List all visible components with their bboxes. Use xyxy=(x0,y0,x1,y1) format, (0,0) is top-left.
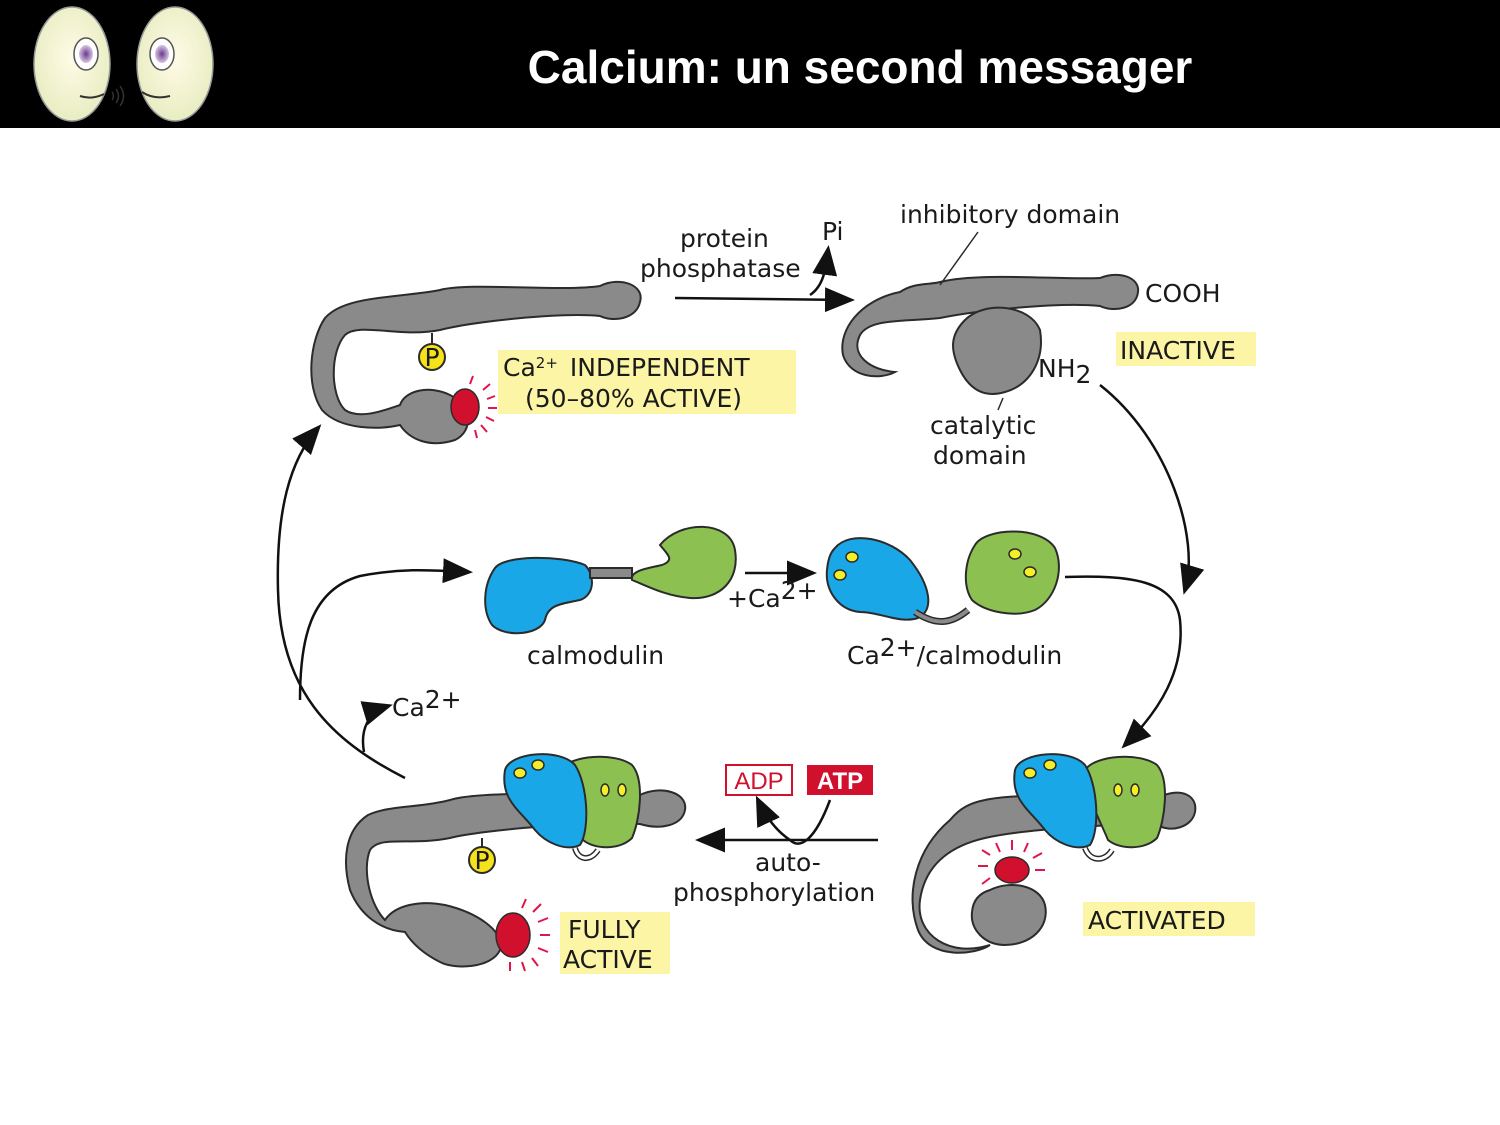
phosphorylation-label: phosphorylation xyxy=(673,878,875,907)
calmodulin-label: calmodulin xyxy=(527,641,664,670)
kinase-fully-active: P xyxy=(345,753,687,972)
atp-to-adp-arrow xyxy=(755,795,832,845)
header-bar: Calcium: un second messager xyxy=(0,0,1500,128)
catalytic-site-activated xyxy=(978,840,1045,885)
active-label: ACTIVE xyxy=(563,945,653,974)
protein-label: protein xyxy=(680,224,769,253)
svg-text:ATP: ATP xyxy=(817,768,863,795)
slide-title: Calcium: un second messager xyxy=(527,41,1193,93)
inactive-highlight xyxy=(1116,332,1256,366)
calmodulin-ca-bound xyxy=(825,530,1060,625)
phosphatase-arrow xyxy=(674,245,855,313)
kinase-ca-independent: P xyxy=(310,280,642,445)
plus-ca-label: +Ca2+ xyxy=(727,576,818,613)
phosphate-group: P xyxy=(418,343,446,372)
ca-independent-label: Ca2+INDEPENDENT xyxy=(503,353,750,382)
domain-label: domain xyxy=(933,441,1027,470)
activated-label: ACTIVATED xyxy=(1088,906,1226,935)
right-arc-arrow xyxy=(1099,384,1205,595)
fully-label: FULLY xyxy=(568,915,641,944)
phosphatase-label: phosphatase xyxy=(640,254,801,283)
catalytic-site-fully-active xyxy=(495,898,550,972)
talking-faces-logo xyxy=(33,6,214,122)
ca-release-label: Ca2+ xyxy=(392,685,462,722)
auto-label: auto- xyxy=(755,848,821,877)
nh2-label: NH2 xyxy=(1038,354,1091,389)
pi-label: Pi xyxy=(822,217,843,246)
phosphate-group-2: P xyxy=(468,846,496,875)
catalytic-label: catalytic xyxy=(930,411,1036,440)
fully-active-highlight xyxy=(560,912,670,974)
atp-box: ATP xyxy=(807,765,873,795)
svg-text:ADP: ADP xyxy=(734,768,783,795)
inhibitory-domain-label: inhibitory domain xyxy=(900,200,1120,229)
svg-text:P: P xyxy=(474,846,489,875)
svg-text:P: P xyxy=(424,343,439,372)
ca-release-arrow xyxy=(360,701,393,753)
kinase-activated xyxy=(911,753,1197,954)
kinase-inactive xyxy=(841,231,1140,411)
calmodulin-free xyxy=(484,525,737,635)
calmodulin-binding-arrow xyxy=(1064,575,1182,749)
activated-highlight xyxy=(1083,902,1255,936)
ca-independent-highlight xyxy=(498,350,796,414)
catalytic-site-active xyxy=(450,375,497,439)
active-range-label: (50–80% ACTIVE) xyxy=(525,384,742,413)
left-arc-arrow xyxy=(276,424,406,780)
calmodulin-release-arrow xyxy=(298,558,473,701)
ca-calmodulin-label: Ca2+/calmodulin xyxy=(847,633,1062,670)
inactive-label: INACTIVE xyxy=(1120,336,1236,365)
adp-box: ADP xyxy=(725,764,793,796)
cooh-label: COOH xyxy=(1145,279,1221,308)
